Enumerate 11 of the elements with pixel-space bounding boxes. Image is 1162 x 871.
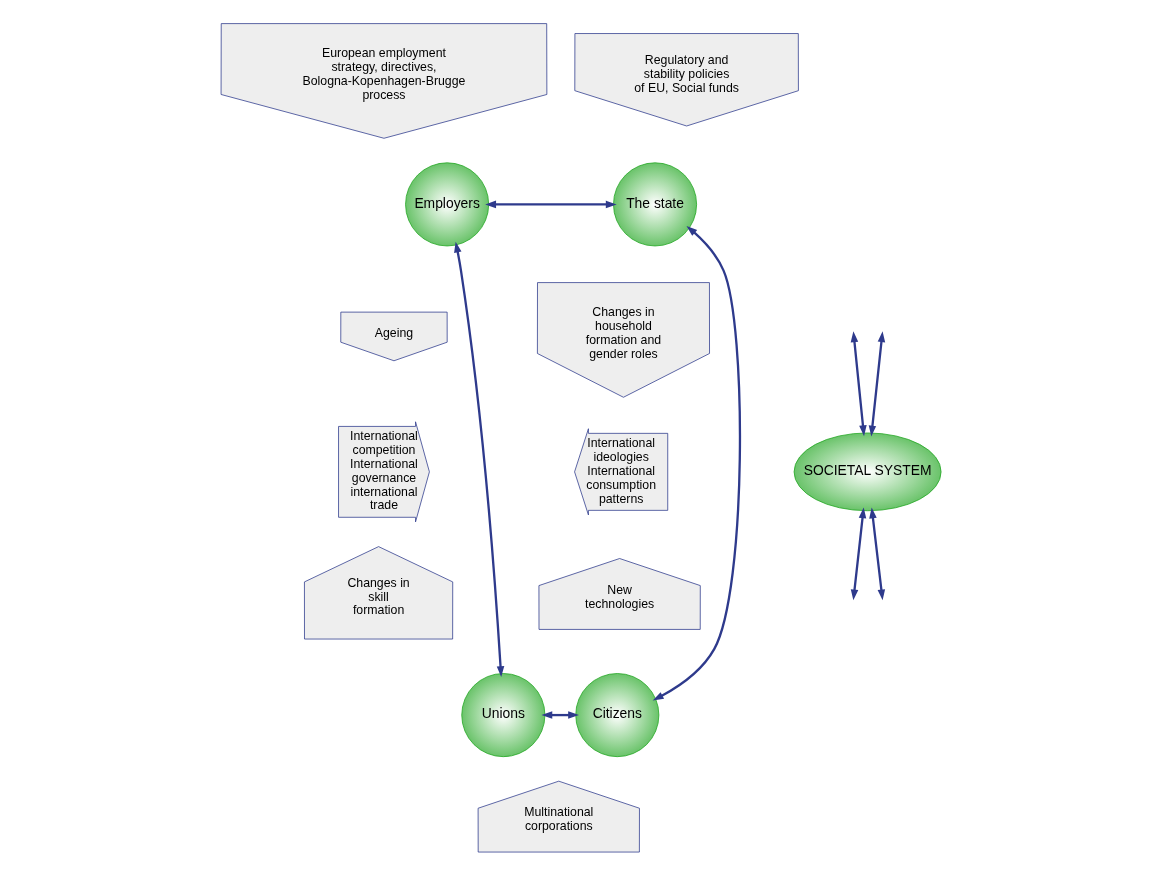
arrow [652, 225, 741, 701]
node-circle: Employers [405, 162, 490, 247]
node-ellipse: SOCIETAL SYSTEM [793, 432, 942, 512]
arrow [868, 331, 886, 437]
arrow [850, 331, 867, 437]
node-circle: Unions [461, 673, 546, 758]
arrow [454, 241, 505, 677]
arrow [485, 200, 617, 209]
arrow [850, 507, 867, 601]
arrow [869, 507, 886, 601]
node-circle: Citizens [575, 673, 660, 758]
